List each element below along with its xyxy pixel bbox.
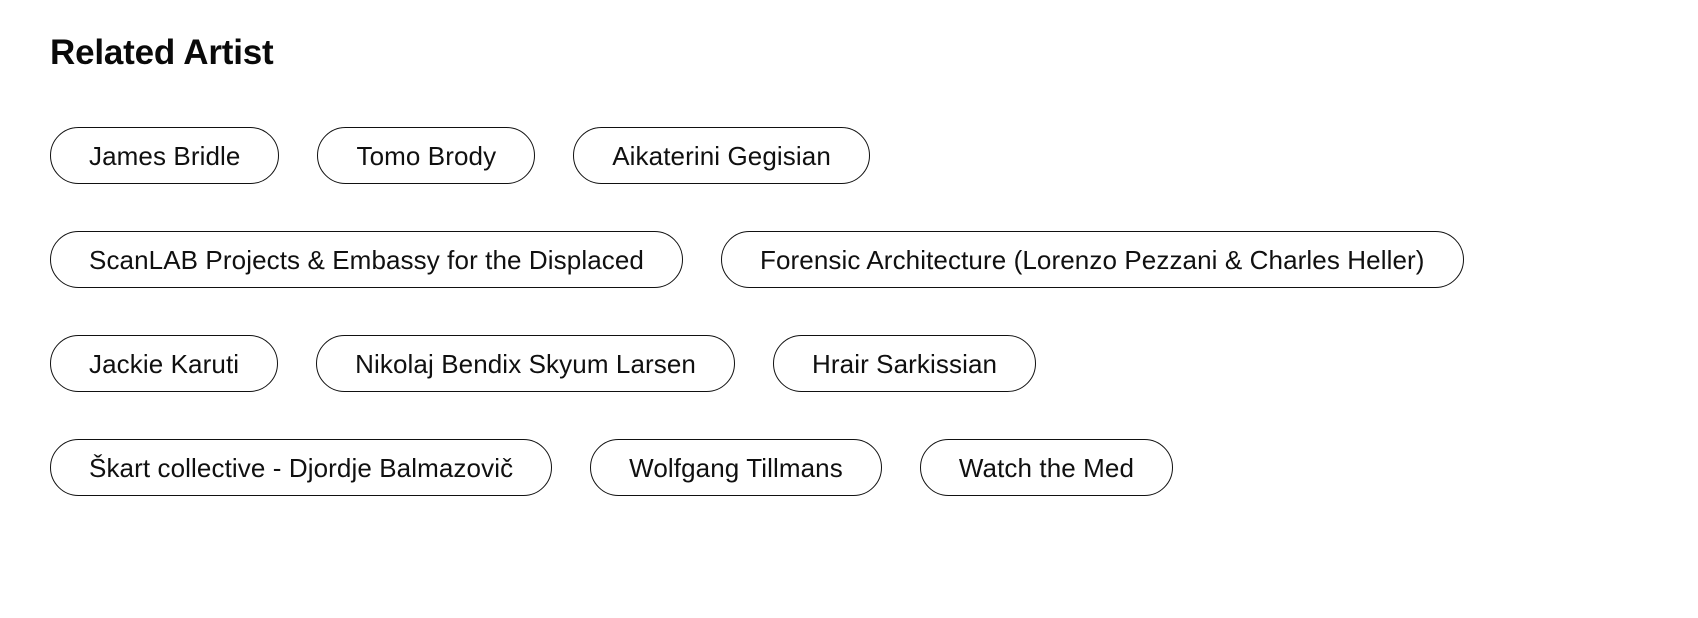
artist-pill-tomo-brody[interactable]: Tomo Brody	[317, 127, 536, 184]
artist-pill-aikaterini-gegisian[interactable]: Aikaterini Gegisian	[573, 127, 870, 184]
artist-pill-row-4: Škart collective - Djordje Balmazovič Wo…	[50, 439, 1668, 496]
artist-pill-row-1: James Bridle Tomo Brody Aikaterini Gegis…	[50, 127, 1668, 184]
artist-pill-skart-collective[interactable]: Škart collective - Djordje Balmazovič	[50, 439, 553, 496]
artist-pill-list: James Bridle Tomo Brody Aikaterini Gegis…	[50, 127, 1668, 496]
artist-pill-wolfgang-tillmans[interactable]: Wolfgang Tillmans	[590, 439, 882, 496]
artist-pill-nikolaj-bendix-skyum-larsen[interactable]: Nikolaj Bendix Skyum Larsen	[316, 335, 735, 392]
page-title: Related Artist	[50, 33, 274, 72]
artist-pill-jackie-karuti[interactable]: Jackie Karuti	[50, 335, 279, 392]
artist-pill-watch-the-med[interactable]: Watch the Med	[919, 439, 1174, 496]
artist-pill-forensic-architecture[interactable]: Forensic Architecture (Lorenzo Pezzani &…	[720, 231, 1464, 288]
artist-pill-row-2: ScanLAB Projects & Embassy for the Displ…	[50, 231, 1668, 288]
artist-pill-hrair-sarkissian[interactable]: Hrair Sarkissian	[773, 335, 1037, 392]
artist-pill-scanlab-projects[interactable]: ScanLAB Projects & Embassy for the Displ…	[50, 231, 683, 288]
artist-pill-row-3: Jackie Karuti Nikolaj Bendix Skyum Larse…	[50, 335, 1668, 392]
artist-pill-james-bridle[interactable]: James Bridle	[50, 127, 280, 184]
